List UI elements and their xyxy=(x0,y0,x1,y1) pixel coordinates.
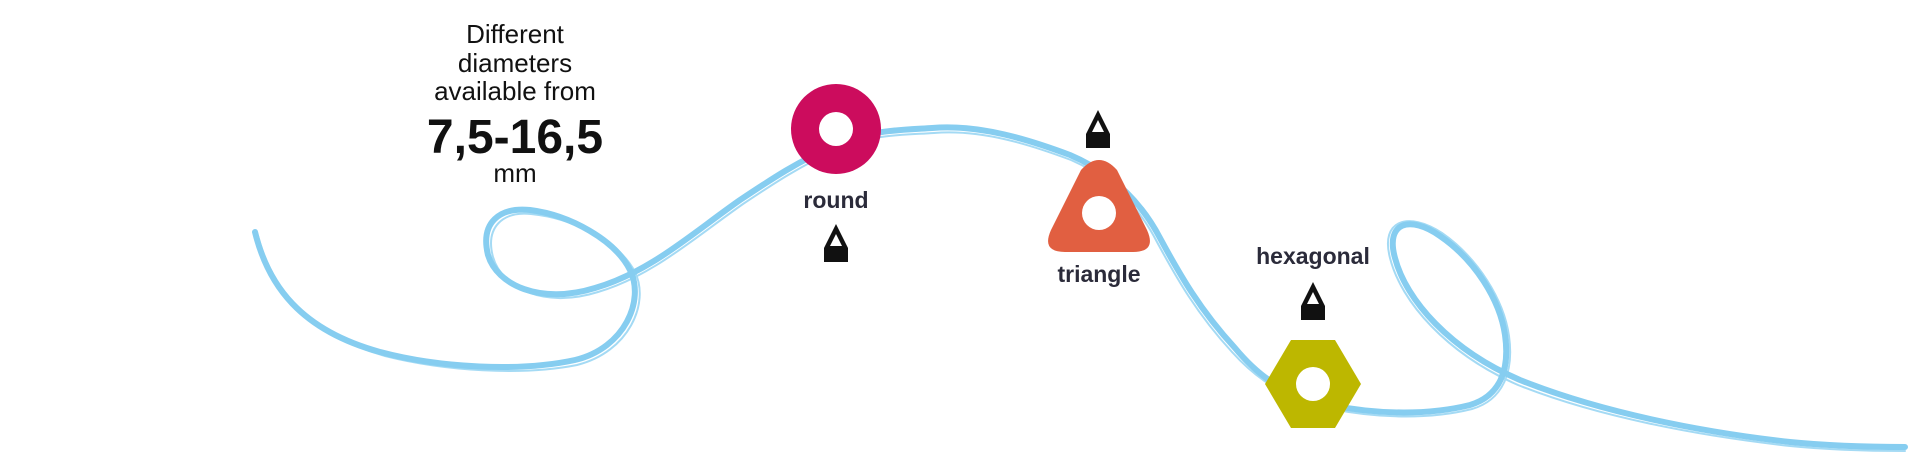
shape-label-triangle: triangle xyxy=(1057,261,1140,287)
hexagon-ring-hole xyxy=(1296,367,1330,401)
diameter-unit: mm xyxy=(493,158,536,188)
diameter-range: 7,5-16,5 xyxy=(427,111,603,164)
wavy-line-echo xyxy=(257,131,1906,452)
pencil-tip-icon xyxy=(824,224,848,262)
wavy-line-stroke xyxy=(252,124,1908,450)
shape-label-hexagonal: hexagonal xyxy=(1256,243,1370,269)
circle-ring-hole xyxy=(819,112,853,146)
triangle-ring-hole xyxy=(1082,196,1116,230)
shape-round: round xyxy=(791,84,881,262)
shape-label-round: round xyxy=(803,187,868,213)
shape-hexagonal: hexagonal xyxy=(1256,243,1370,428)
pencil-tip-icon xyxy=(1086,110,1110,148)
shape-triangle: triangle xyxy=(1048,110,1150,287)
pencil-tip-icon xyxy=(1301,282,1325,320)
wavy-line xyxy=(252,124,1908,452)
heading-line-3: available from xyxy=(434,76,596,106)
heading-line-2: diameters xyxy=(458,48,572,78)
diameter-info: Different diameters available from 7,5-1… xyxy=(427,19,603,188)
heading-line-1: Different xyxy=(466,19,565,49)
